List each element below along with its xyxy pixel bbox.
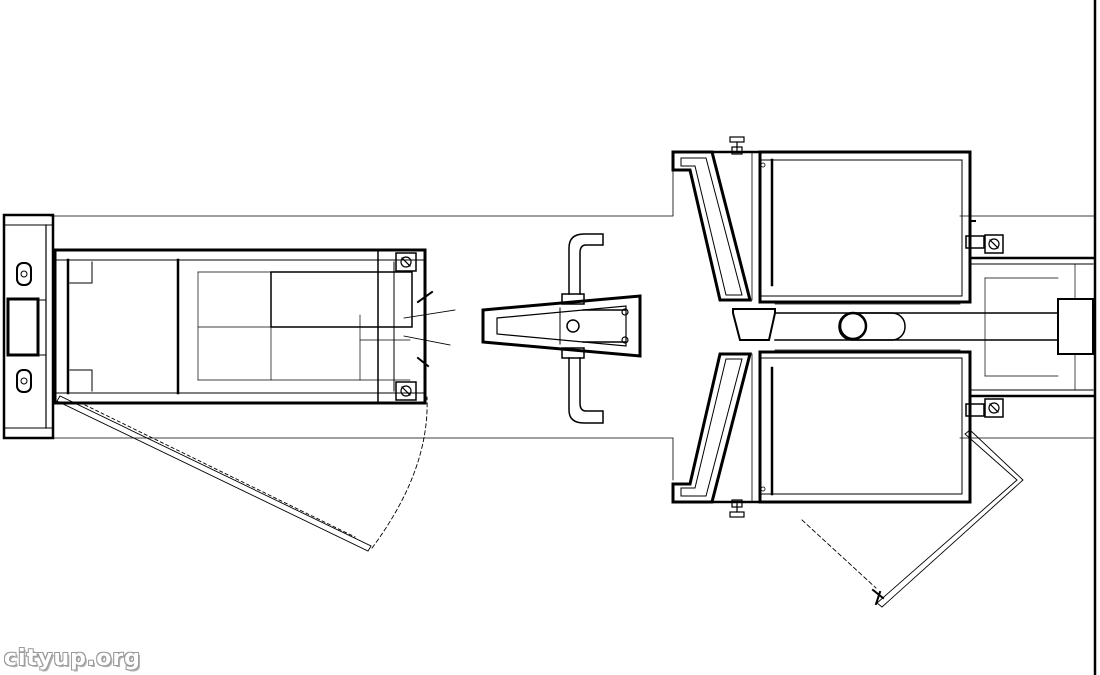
right-drawbar xyxy=(774,298,1094,355)
right-rails xyxy=(968,256,1095,398)
left-seat-block xyxy=(270,271,413,328)
left-wheel-brackets xyxy=(395,252,417,401)
left-frame xyxy=(53,248,427,405)
right-wheel-brackets xyxy=(965,234,1004,418)
left-control-levers xyxy=(403,290,456,368)
right-door-swing xyxy=(801,429,1024,608)
tow-hitch xyxy=(481,233,642,424)
left-end-plate xyxy=(2,213,55,440)
watermark: cityup.org xyxy=(4,646,141,671)
right-bin-lower xyxy=(758,350,972,504)
right-gate-knobs xyxy=(729,136,745,518)
right-bin-upper xyxy=(758,150,976,304)
right-gate-frame xyxy=(671,150,776,504)
corridor-outline xyxy=(49,169,1096,481)
left-door-swing xyxy=(56,395,428,552)
